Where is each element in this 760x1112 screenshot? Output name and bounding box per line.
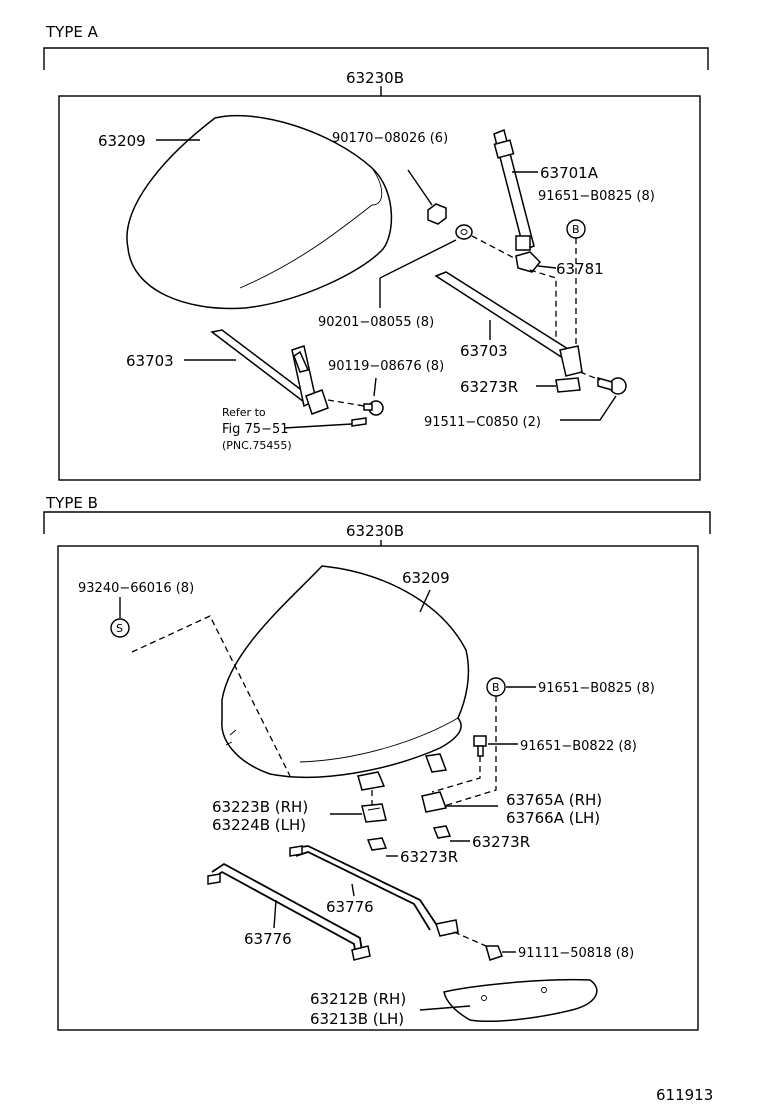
svg-text:B: B (492, 681, 500, 694)
type-b-bracket (421, 791, 448, 813)
type-a-bolt-90119 (363, 400, 384, 416)
type-a-assembly-bracket (43, 47, 709, 70)
type-b-frame-left (207, 862, 371, 961)
type-a-refer-line1: Refer to (222, 406, 266, 419)
type-a-seat-label: 63209 (98, 132, 146, 150)
type-b-hinge (361, 803, 387, 823)
type-b-plate-1 (432, 825, 452, 839)
type-a-bracket-63781 (515, 251, 542, 273)
type-a-bracket-label: 63781 (556, 260, 604, 278)
type-a-frame (58, 95, 701, 481)
type-b-callout-s: S (110, 618, 130, 638)
type-b-section: TYPE B 63230B 63209 93240−66016 (8) S B … (43, 494, 711, 1031)
type-b-screw-91651-b0822 (473, 735, 487, 757)
type-a-rail-right-label: 63703 (460, 342, 508, 360)
type-a-nut-label: 90170−08026 (6) (332, 131, 448, 146)
type-b-assembly-bracket (43, 511, 711, 534)
type-a-rail-left-label: 63703 (126, 352, 174, 370)
type-b-seat-label: 63209 (402, 569, 450, 587)
type-a-section: TYPE A 63230B 63209 90170−08026 (6) 9020… (43, 23, 709, 481)
type-a-seat-cushion (126, 114, 393, 310)
type-b-screw3-label: 91111−50818 (8) (518, 946, 634, 961)
svg-text:B: B (572, 223, 580, 236)
type-b-screw-91111 (485, 945, 503, 961)
type-b-bracket-lh-label: 63766A (LH) (506, 809, 600, 827)
type-a-nut (427, 203, 447, 225)
type-a-bolt-label: 90119−08676 (8) (328, 359, 444, 374)
type-b-cover-lh-label: 63213B (LH) (310, 1010, 404, 1028)
type-b-frame-right (289, 845, 459, 937)
type-a-stay (493, 128, 535, 252)
type-b-plate1-label: 63273R (472, 833, 530, 851)
type-a-stay-label: 63701A (540, 164, 599, 182)
type-b-title: TYPE B (45, 494, 98, 512)
type-b-clip-label: 93240−66016 (8) (78, 581, 194, 596)
type-a-bolt-91511 (597, 377, 627, 395)
type-b-hinge-rh-label: 63223B (RH) (212, 798, 308, 816)
type-a-callout-b: B (566, 219, 586, 239)
type-a-rail-right (434, 271, 583, 377)
type-b-frame (57, 545, 699, 1031)
type-b-plate2-label: 63273R (400, 848, 458, 866)
type-b-cover-rh-label: 63212B (RH) (310, 990, 406, 1008)
svg-text:S: S (116, 622, 123, 635)
type-b-callout-b: B (486, 677, 506, 697)
type-b-screw2-label: 91651−B0822 (8) (520, 739, 637, 754)
type-b-seat-cushion (221, 565, 470, 779)
type-b-assembly-label: 63230B (346, 522, 404, 540)
type-b-frame2-label: 63776 (326, 898, 374, 916)
type-b-hinge-lh-label: 63224B (LH) (212, 816, 306, 834)
type-a-plate (555, 377, 581, 393)
figure-number: 611913 (656, 1086, 713, 1104)
type-a-title: TYPE A (45, 23, 99, 41)
type-a-plate-label: 63273R (460, 378, 518, 396)
type-b-cover (443, 978, 598, 1022)
type-b-bracket-rh-label: 63765A (RH) (506, 791, 602, 809)
type-a-bolt2-label: 91511−C0850 (2) (424, 415, 541, 430)
type-a-assembly-label: 63230B (346, 69, 404, 87)
type-a-washer-label: 90201−08055 (8) (318, 315, 434, 330)
type-a-washer (455, 224, 473, 240)
type-a-refer-line2: Fig 75−51 (222, 422, 289, 437)
type-a-screwb-label: 91651−B0825 (8) (538, 189, 655, 204)
type-a-rail-left (210, 329, 329, 415)
type-b-plate-2 (366, 837, 388, 851)
type-a-refer-line3: (PNC.75455) (222, 439, 292, 452)
type-b-screwb-label: 91651−B0825 (8) (538, 681, 655, 696)
type-b-frame1-label: 63776 (244, 930, 292, 948)
